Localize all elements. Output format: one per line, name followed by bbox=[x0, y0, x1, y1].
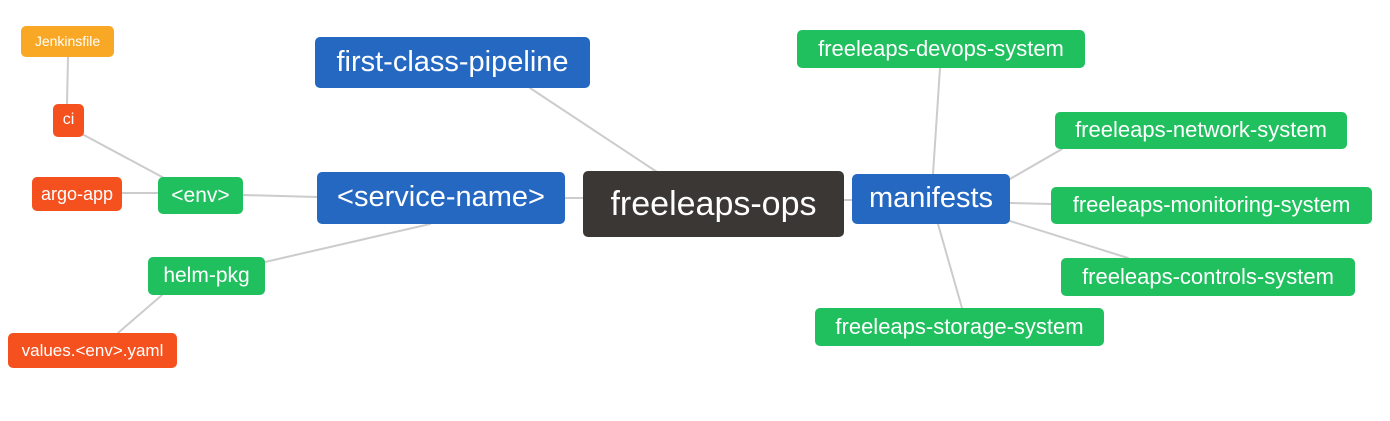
node-freeleaps-devops-system[interactable]: freeleaps-devops-system bbox=[797, 30, 1085, 68]
node-manifests[interactable]: manifests bbox=[852, 174, 1010, 224]
node-label: first-class-pipeline bbox=[336, 45, 569, 78]
node-helm-pkg[interactable]: helm-pkg bbox=[148, 257, 265, 295]
node-freeleaps-monitoring-system[interactable]: freeleaps-monitoring-system bbox=[1051, 187, 1372, 224]
node-freeleaps-network-system[interactable]: freeleaps-network-system bbox=[1055, 112, 1347, 149]
node-label: argo-app bbox=[40, 183, 114, 204]
node-argo-app[interactable]: argo-app bbox=[32, 177, 122, 211]
node-service-name[interactable]: <service-name> bbox=[317, 172, 565, 224]
node-values-env-yaml[interactable]: values.<env>.yaml bbox=[8, 333, 177, 368]
node-label: helm-pkg bbox=[163, 264, 250, 287]
node-label: ci bbox=[62, 111, 75, 128]
node-label: freeleaps-storage-system bbox=[835, 313, 1084, 339]
node-label: freeleaps-network-system bbox=[1075, 117, 1327, 142]
node-label: freeleaps-devops-system bbox=[818, 35, 1064, 61]
node-label: <service-name> bbox=[337, 181, 545, 213]
node-env[interactable]: <env> bbox=[158, 177, 243, 214]
node-label: values.<env>.yaml bbox=[21, 340, 164, 360]
node-freeleaps-storage-system[interactable]: freeleaps-storage-system bbox=[815, 308, 1104, 346]
node-label: <env> bbox=[171, 183, 230, 207]
node-ci[interactable]: ci bbox=[53, 104, 84, 137]
node-label: freeleaps-monitoring-system bbox=[1072, 192, 1351, 217]
node-label: manifests bbox=[868, 182, 994, 214]
node-label: Jenkinsfile bbox=[34, 33, 101, 49]
node-label: freeleaps-ops bbox=[610, 184, 817, 223]
node-first-class-pipeline[interactable]: first-class-pipeline bbox=[315, 37, 590, 88]
node-label: freeleaps-controls-system bbox=[1082, 263, 1334, 289]
node-freeleaps-controls-system[interactable]: freeleaps-controls-system bbox=[1061, 258, 1355, 296]
node-jenkinsfile[interactable]: Jenkinsfile bbox=[21, 26, 114, 57]
node-freeleaps-ops[interactable]: freeleaps-ops bbox=[583, 171, 844, 237]
